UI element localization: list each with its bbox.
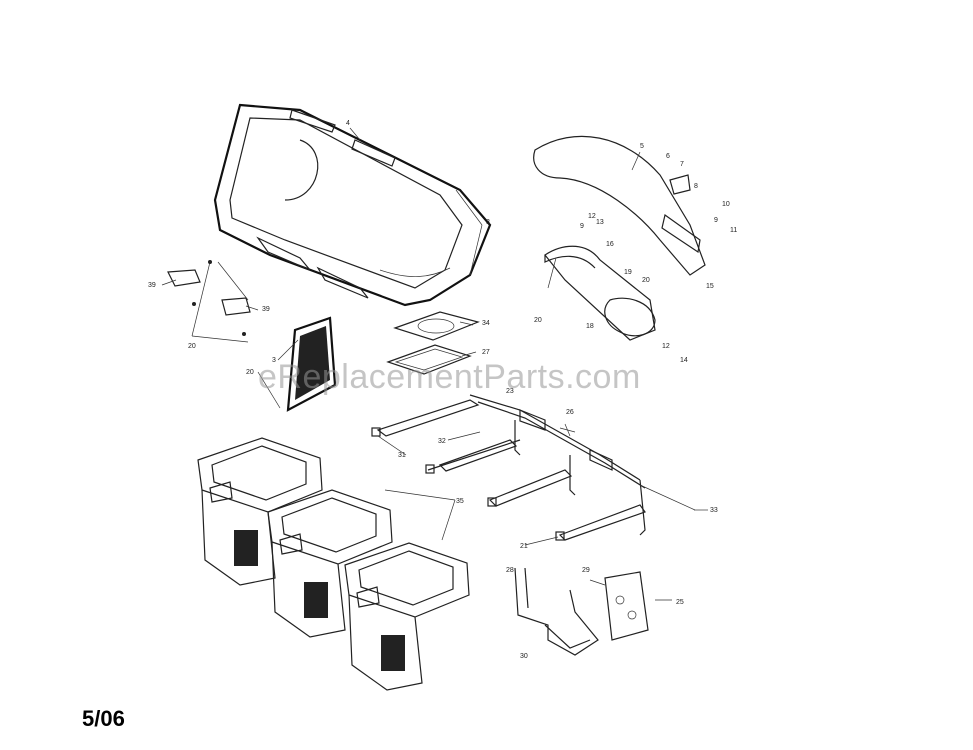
- callout-7: 7: [680, 161, 684, 168]
- callout-39-left: 39: [148, 282, 156, 289]
- callout-3: 3: [486, 219, 490, 226]
- date-code: 5/06: [82, 706, 125, 731]
- callout-20-screen: 20: [246, 369, 254, 376]
- callout-12-bottom: 12: [662, 343, 670, 350]
- callout-4: 4: [346, 120, 350, 127]
- callout-18: 18: [586, 323, 594, 330]
- callout-30: 30: [520, 653, 528, 660]
- callout-16: 16: [606, 241, 614, 248]
- callout-32: 32: [438, 438, 446, 445]
- callout-14: 14: [680, 357, 688, 364]
- frame-tubes: [371, 394, 696, 541]
- hopper-housing: [213, 103, 492, 307]
- callout-39-right: 39: [262, 306, 270, 313]
- callout-23: 23: [506, 388, 514, 395]
- callout-10: 10: [722, 201, 730, 208]
- collection-bags: [197, 437, 470, 691]
- callout-34: 34: [482, 320, 490, 327]
- callout-21: 21: [520, 543, 528, 550]
- callout-35: 35: [456, 498, 464, 505]
- callout-labels: 4 3 39 39 20 3 20 5 6 7 8 10 9 11 12 13 …: [148, 120, 737, 660]
- callout-29: 29: [582, 567, 590, 574]
- leader-lines: [161, 127, 708, 546]
- callout-15: 15: [706, 283, 714, 290]
- callout-20-left: 20: [534, 317, 542, 324]
- callout-26: 26: [566, 409, 574, 416]
- callout-12-top: 12: [588, 213, 596, 220]
- bag-3: [344, 542, 470, 691]
- callout-9-mid: 9: [580, 223, 584, 230]
- filter-screen: [286, 316, 337, 412]
- callout-13: 13: [596, 219, 604, 226]
- callout-27: 27: [482, 349, 490, 356]
- callout-33: 33: [710, 507, 718, 514]
- chute-assembly: [533, 135, 706, 341]
- callout-3-screen: 3: [272, 357, 276, 364]
- watermark-text: eReplacementParts.com: [258, 358, 641, 396]
- latch-brackets: [167, 260, 251, 343]
- bag-2: [267, 489, 393, 638]
- callout-31: 31: [398, 452, 406, 459]
- callout-11: 11: [730, 227, 737, 234]
- callout-9-top: 9: [714, 217, 718, 224]
- bracket-assembly: [514, 567, 672, 656]
- callout-5: 5: [640, 143, 644, 150]
- callout-6: 6: [666, 153, 670, 160]
- gasket-plates: [386, 311, 480, 375]
- callout-20-latch: 20: [188, 343, 196, 350]
- callout-20-chute: 20: [642, 277, 650, 284]
- bag-1: [197, 437, 323, 586]
- callout-19: 19: [624, 269, 632, 276]
- callout-8: 8: [694, 183, 698, 190]
- callout-28: 28: [506, 567, 514, 574]
- callout-25: 25: [676, 599, 684, 606]
